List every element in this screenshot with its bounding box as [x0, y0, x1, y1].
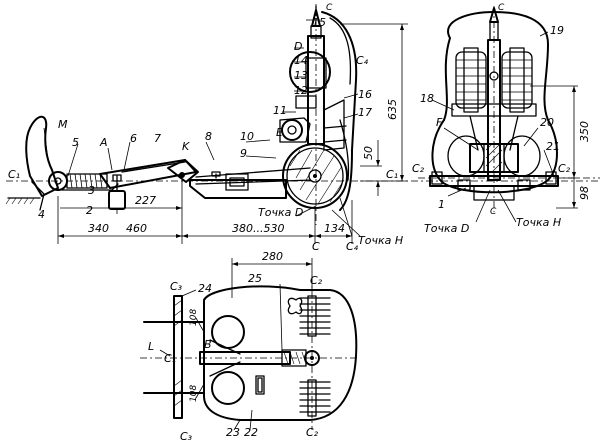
label-19: 19	[550, 24, 564, 37]
label-tochka-h-front: Точка H	[516, 216, 561, 229]
label-c-front-bottom: C	[490, 207, 497, 217]
label-108-top: 108	[189, 309, 199, 326]
front-view	[418, 6, 600, 223]
label-d: D	[294, 40, 302, 53]
label-f: F	[436, 116, 443, 129]
label-380-530: 380...530	[232, 222, 284, 235]
label-3: 3	[88, 184, 95, 197]
left-spring-stack	[455, 47, 487, 113]
label-5: 5	[72, 136, 79, 149]
label-c2-left: C₂	[412, 162, 425, 175]
label-9: 9	[240, 147, 247, 160]
label-b: B	[204, 338, 212, 351]
label-m: M	[58, 118, 68, 131]
label-c4-bottom: C₄	[346, 240, 359, 253]
label-c1-right: C₁	[386, 168, 398, 181]
label-a: A	[99, 136, 108, 149]
label-24: 24	[198, 282, 212, 295]
label-c2-top: C₂	[310, 274, 323, 287]
label-c-front: C	[498, 3, 505, 13]
label-227: 227	[135, 194, 156, 207]
label-4: 4	[38, 208, 45, 221]
label-22: 22	[244, 426, 258, 439]
label-108-bottom: 108	[189, 385, 199, 402]
label-98: 98	[578, 186, 591, 200]
label-tochka-h-side: Точка H	[358, 234, 403, 247]
label-c3-top: C₃	[170, 280, 183, 293]
label-tochka-d-front: Точка D	[424, 222, 469, 235]
label-18: 18	[420, 92, 434, 105]
label-c2-right: C₂	[558, 162, 571, 175]
label-460: 460	[126, 222, 147, 235]
label-c3-bottom: C₃	[180, 430, 193, 443]
label-c4-top: C₄	[356, 54, 369, 67]
label-12: 12	[294, 84, 308, 97]
label-c2-bottom: C₂	[306, 426, 319, 439]
label-50: 50	[362, 146, 375, 160]
right-spring-stack	[501, 47, 533, 113]
side-view	[5, 4, 600, 244]
label-11: 11	[273, 104, 287, 117]
label-c-bottom: C	[312, 240, 320, 253]
label-350: 350	[578, 121, 591, 142]
label-16: 16	[358, 88, 372, 101]
label-635: 635	[386, 99, 399, 120]
label-21: 21	[546, 140, 560, 153]
label-c1-left: C₁	[8, 168, 20, 181]
label-340: 340	[88, 222, 109, 235]
label-1: 1	[438, 198, 445, 211]
label-20: 20	[540, 116, 554, 129]
label-c-top: C	[326, 3, 333, 13]
label-17: 17	[358, 106, 372, 119]
label-l: L	[148, 340, 154, 353]
top-view	[140, 258, 360, 431]
label-8: 8	[205, 130, 212, 143]
label-k: K	[182, 140, 190, 153]
label-tochka-d-side: Точка D	[258, 206, 303, 219]
label-134: 134	[324, 222, 345, 235]
label-10: 10	[240, 130, 254, 143]
label-25: 25	[248, 272, 262, 285]
label-280: 280	[262, 250, 283, 263]
label-15: 15	[312, 16, 326, 29]
label-13: 13	[294, 69, 308, 82]
top-springs	[287, 295, 331, 417]
label-2: 2	[86, 204, 93, 217]
label-6: 6	[130, 132, 137, 145]
label-e: E	[276, 126, 283, 139]
label-14: 14	[294, 54, 308, 67]
label-7: 7	[154, 132, 161, 145]
labels: 15 C D 14 13 12 11 E 16 17 C₄ 10 9 8 K 7…	[8, 3, 591, 443]
label-23: 23	[226, 426, 240, 439]
label-c1-top-view: C₁	[164, 352, 176, 365]
